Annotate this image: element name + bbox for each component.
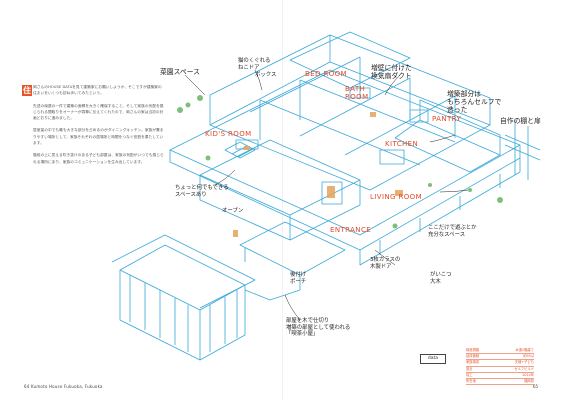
article-paragraph: 先述の南庭の一件で建築の面積を大きく確保すること、そして家族の気配を感じられる間… [33,103,164,121]
page-number-right: 65 [533,384,539,389]
data-row: 構造規模木造2階建て [466,348,534,355]
label-kitchen: KITCHEN [385,140,419,148]
annotation-porch: 後付け ポーチ [290,272,307,285]
section-badge: 住 [22,85,32,96]
data-row: 家族構成夫婦+子ども [466,360,534,367]
annotation-shed: 部屋を木で仕切り 増築の部屋として使われる 「喫茶小屋」 [286,318,351,337]
data-tab: data [420,354,446,364]
annotation-farm-space: 菜園スペース [160,68,200,76]
label-living-room: LIVING ROOM [370,193,423,201]
annotation-open-space: ここだけで遊ぶとか 充分なスペース [428,225,477,238]
annotation-pet-door: 猫のくぐれる ねこドア [238,58,271,71]
annotation-opening: オープン [222,208,244,214]
annotation-wall-duct: 増壁に付けた 換気扇ダクト [371,64,412,80]
annotation-wood-deck: がいこつ 大木 [430,272,452,285]
article-body: 岡さんのHOUSE DATAを見て建築家にお願いしようか、そこですが建築家の住ま… [33,84,164,171]
label-bedroom: BED ROOM [305,70,347,78]
label-entrance: ENTRANCE [330,226,372,234]
article-paragraph: 居室量の中でも最も大きな部分を占めるのがダイニングキッチン。家族が集まりやすい場… [33,128,164,146]
data-row: 所在地福岡県 [466,379,534,386]
data-row: 延床面積約95㎡ [466,354,534,361]
label-kids-room: KID'S ROOM [205,130,252,138]
house-data-list: 構造規模木造2階建て 延床面積約95㎡ 家族構成夫婦+子ども 設計セルフビルド … [466,348,534,386]
annotation-box: ボックス [255,72,277,78]
annotation-storage-note: 増築部分は もちろんセルフで 造った [447,90,502,114]
data-row: 設計セルフビルド [466,367,534,373]
annotation-space-note: ちょっと何でもできる スペースあり [175,185,229,198]
label-bathroom: BATH ROOM [345,85,369,101]
label-pantry: PANTRY [432,115,462,123]
annotation-custom-shelf: 自作の棚と扉 [500,117,541,125]
page-footer-left: 64 Kumoto House Fukuoka, Fukuoka [24,384,103,389]
article-paragraph: 岡さんのHOUSE DATAを見て建築家にお願いしようか、そこですが建築家の住ま… [33,85,162,96]
annotation-glass-door: 3枚ガラスの 木製ドア [370,257,401,270]
article-paragraph: 階段の上に見える吹き抜けのある子ども部屋は、家族の気配がいつでも感じられる場所に… [33,153,164,164]
